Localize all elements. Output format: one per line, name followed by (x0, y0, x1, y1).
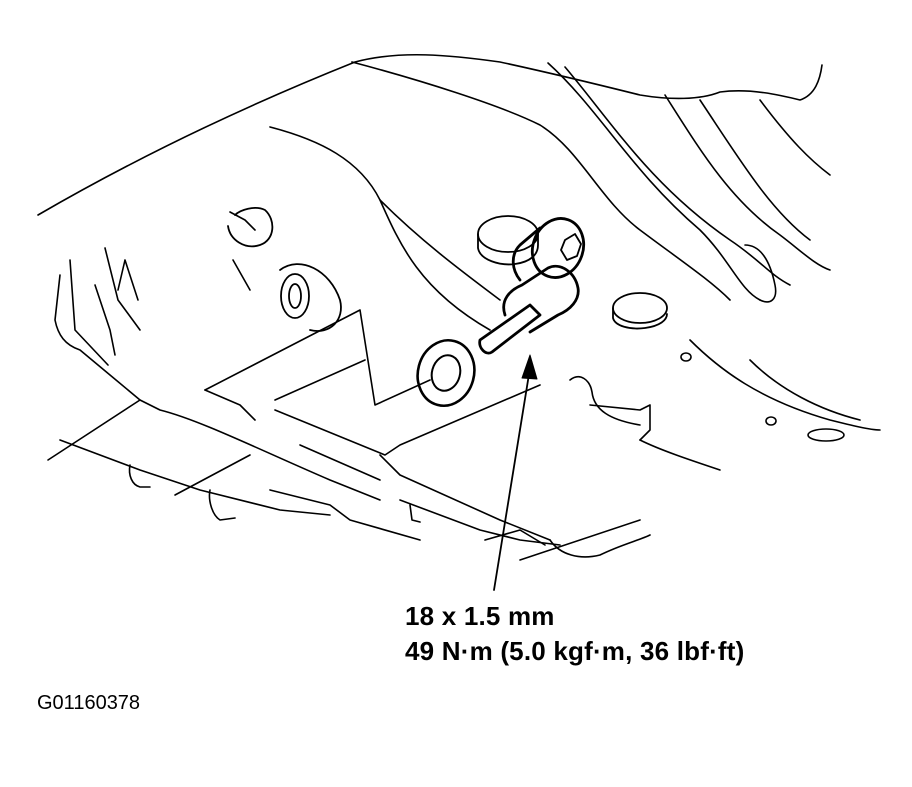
plug-upper (477, 215, 539, 266)
housing-outline (37, 53, 881, 431)
callout-bolt-size: 18 x 1.5 mm (405, 601, 555, 631)
plug-right (612, 292, 668, 330)
mounting-boss (227, 207, 342, 332)
callout-torque-spec: 49 N·m (5.0 kgf·m, 36 lbf·ft) (405, 636, 745, 666)
callout-arrow (493, 354, 538, 591)
sealing-washer (416, 339, 476, 407)
figure-id-label: G01160378 (37, 692, 141, 714)
lower-bosses (128, 464, 421, 523)
housing-details (569, 244, 845, 471)
bolt (478, 217, 586, 355)
lower-block (47, 309, 651, 561)
